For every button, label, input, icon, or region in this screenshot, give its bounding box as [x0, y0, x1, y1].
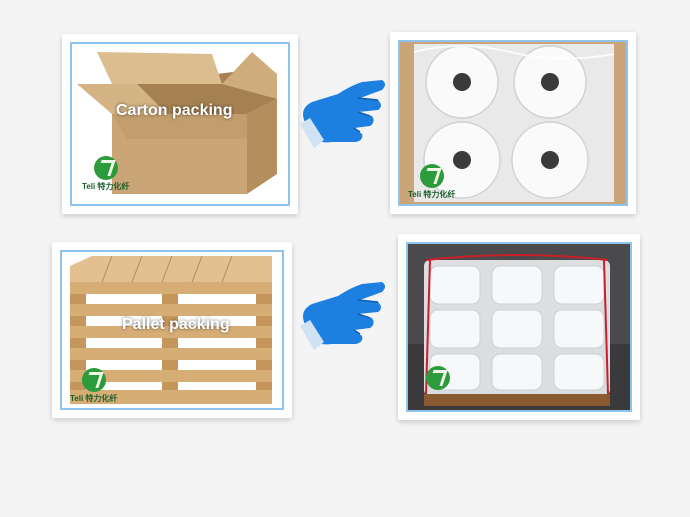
carton-contents-frame: Teli 特力化纤	[398, 40, 628, 206]
wooden-pallet-illustration	[62, 252, 282, 408]
logo: Teli 特力化纤	[408, 164, 462, 204]
carton-packing-panel: Carton packing Teli 特力化纤	[62, 34, 298, 214]
logo: Teli 特力化纤	[70, 368, 124, 408]
logo-mark-icon	[82, 368, 106, 392]
pallet-contents-frame	[406, 242, 632, 412]
pointing-hand-icon	[300, 80, 385, 148]
wrapped-pallet-photo	[408, 244, 630, 410]
pallet-contents-panel	[398, 234, 640, 420]
carton-caption: Carton packing	[116, 102, 233, 119]
pallet-packing-panel: Pallet packing Teli 特力化纤	[52, 242, 292, 418]
pallet-caption: Pallet packing	[122, 316, 230, 333]
carton-contents-panel: Teli 特力化纤	[390, 32, 636, 214]
yarn-spools-carton-photo	[400, 42, 626, 204]
logo-text: Teli 特力化纤	[70, 394, 118, 403]
logo-mark-icon	[94, 156, 118, 180]
carton-photo-frame: Carton packing Teli 特力化纤	[70, 42, 290, 206]
logo-mark-icon	[420, 164, 444, 188]
pointing-hand-icon	[300, 282, 385, 350]
pallet-photo-frame: Pallet packing Teli 特力化纤	[60, 250, 284, 410]
carton-box-illustration	[72, 44, 288, 204]
logo: Teli 特力化纤	[82, 156, 136, 196]
logo-text: Teli 特力化纤	[82, 182, 130, 191]
logo-text: Teli 特力化纤	[408, 190, 456, 199]
logo-mark-icon	[426, 366, 450, 390]
logo	[414, 366, 468, 406]
